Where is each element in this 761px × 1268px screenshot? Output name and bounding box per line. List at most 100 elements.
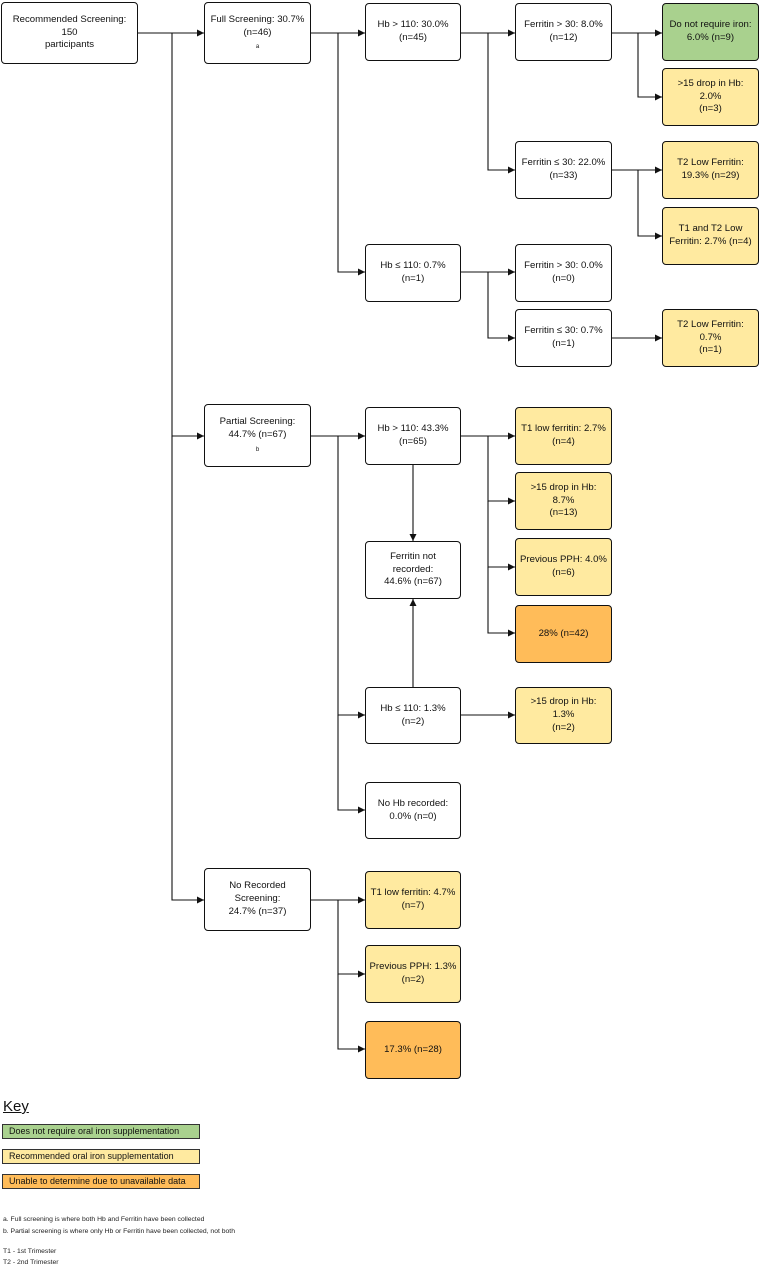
node-ferritin-below-30-b: Ferritin ≤ 30: 0.7%(n=1) xyxy=(515,309,612,367)
node-previous-pph-partial: Previous PPH: 4.0%(n=6) xyxy=(515,538,612,596)
node-ferritin-above-30-a: Ferritin > 30: 8.0%(n=12) xyxy=(515,3,612,61)
node-line: No Recorded Screening: xyxy=(229,880,286,905)
node-line: (n=2) xyxy=(552,721,575,733)
node-line: 44.7% (n=67) b xyxy=(220,429,296,455)
node-line: Ferritin > 30: 8.0% xyxy=(524,19,603,31)
node-t2-low-ferritin-a: T2 Low Ferritin:19.3% (n=29) xyxy=(662,141,759,199)
edge-ferlo-t1t2 xyxy=(612,169,662,240)
edge-root-none xyxy=(171,436,204,904)
footnote-a: a. Full screening is where both Hb and F… xyxy=(3,1216,205,1223)
node-line: 44.6% (n=67) xyxy=(384,576,442,588)
edge-phbhi-unk xyxy=(487,567,515,637)
node-drop-in-hb-partial: >15 drop in Hb: 8.7%(n=13) xyxy=(515,472,612,530)
edge-none-unk xyxy=(337,974,365,1053)
node-previous-pph-none: Previous PPH: 1.3%(n=2) xyxy=(365,945,461,1003)
node-line-value: (n=46) xyxy=(243,26,272,38)
node-drop-in-hb-a: >15 drop in Hb: 2.0%(n=3) xyxy=(662,68,759,126)
abbr-t1: T1 - 1st Trimester xyxy=(3,1248,57,1255)
node-line: No Hb recorded: xyxy=(377,797,449,809)
edge-partial-hblo xyxy=(311,435,365,719)
node-line: >15 drop in Hb: 8.7% xyxy=(530,481,597,506)
node-line: T1 low ferritin: 4.7% xyxy=(370,887,456,899)
node-partial-hb-above-110: Hb > 110: 43.3%(n=65) xyxy=(365,407,461,465)
node-line: 19.3% (n=29) xyxy=(681,170,740,181)
node-line: Do not require iron: xyxy=(669,19,752,31)
node-line: (n=1) xyxy=(699,344,722,356)
node-line: (n=12) xyxy=(549,32,578,43)
node-line: (n=46) a xyxy=(211,27,305,53)
node-line: Previous PPH: 1.3% xyxy=(369,961,457,973)
node-line: Ferritin: 2.7% (n=4) xyxy=(669,236,752,247)
node-line: (n=45) xyxy=(399,32,427,43)
node-line: >15 drop in Hb: 2.0% xyxy=(677,77,744,102)
node-line: Ferritin > 30: 0.0% xyxy=(524,260,603,272)
node-line: Ferritin ≤ 30: 22.0% xyxy=(521,157,606,169)
node-line: T2 Low Ferritin: xyxy=(677,157,744,169)
node-line: (n=13) xyxy=(549,507,578,519)
edge-partial-nohb xyxy=(337,715,365,814)
edge-phbhi-pph xyxy=(487,501,515,571)
node-undetermined-partial: 28% (n=42) xyxy=(515,605,612,663)
node-line: (n=6) xyxy=(552,567,575,578)
edge-hbhi-ferlo xyxy=(461,32,515,174)
edge-phbhi-drop xyxy=(461,435,515,505)
key-item-no-iron: Does not require oral iron supplementati… xyxy=(2,1124,200,1139)
node-line: Ferritin not recorded: xyxy=(390,550,436,575)
node-t2-low-ferritin-b: T2 Low Ferritin: 0.7%(n=1) xyxy=(662,309,759,367)
edge-hblo-ferlo xyxy=(461,271,515,342)
node-line: participants xyxy=(44,39,95,51)
node-line: Hb > 110: 30.0% xyxy=(377,19,449,31)
key-item-undetermined: Unable to determine due to unavailable d… xyxy=(2,1174,200,1189)
edge-root-partial xyxy=(138,32,204,440)
node-line: T2 Low Ferritin: 0.7% xyxy=(677,318,744,343)
node-line: Ferritin ≤ 30: 0.7% xyxy=(524,325,603,337)
node-t1-low-ferritin-partial: T1 low ferritin: 2.7%(n=4) xyxy=(515,407,612,465)
edge-ferhi-drop xyxy=(612,32,662,101)
node-line: Recommended Screening: 150 xyxy=(12,13,127,38)
node-line: 6.0% (n=9) xyxy=(686,32,735,43)
node-line: T1 low ferritin: 2.7% xyxy=(521,423,606,435)
node-line: (n=2) xyxy=(401,974,425,985)
node-line: (n=65) xyxy=(399,436,427,447)
node-no-recorded-screening: No Recorded Screening:24.7% (n=37) xyxy=(204,868,311,931)
node-line: (n=3) xyxy=(699,103,722,115)
abbr-t2: T2 - 2nd Trimester xyxy=(3,1259,59,1266)
node-undetermined-none: 17.3% (n=28) xyxy=(365,1021,461,1079)
node-do-not-require-iron: Do not require iron:6.0% (n=9) xyxy=(662,3,759,61)
node-drop-in-hb-partial-low: >15 drop in Hb: 1.3%(n=2) xyxy=(515,687,612,744)
footnote-mark-a: a xyxy=(255,44,260,51)
node-ferritin-below-30-a: Ferritin ≤ 30: 22.0%(n=33) xyxy=(515,141,612,199)
node-line: >15 drop in Hb: 1.3% xyxy=(530,696,597,721)
node-line: Previous PPH: 4.0% xyxy=(520,554,607,566)
node-line: (n=7) xyxy=(401,900,425,911)
node-line: 0.0% (n=0) xyxy=(389,810,437,822)
node-line: Partial Screening: xyxy=(219,416,296,428)
key-title: Key xyxy=(3,1098,29,1115)
node-line: (n=0) xyxy=(552,273,575,284)
node-full-screening: Full Screening: 30.7%(n=46) a xyxy=(204,2,311,64)
edge-none-pph xyxy=(311,899,365,978)
node-line: 28% (n=42) xyxy=(538,627,589,639)
node-t1-low-ferritin-none: T1 low ferritin: 4.7%(n=7) xyxy=(365,871,461,929)
footnote-mark-b: b xyxy=(255,446,260,453)
node-line: Hb ≤ 110: 0.7% (n=1) xyxy=(380,260,446,284)
node-no-hb-recorded: No Hb recorded:0.0% (n=0) xyxy=(365,782,461,839)
node-line: 17.3% (n=28) xyxy=(384,1043,442,1055)
node-line-value: 44.7% (n=67) xyxy=(228,429,287,441)
node-full-hb-below-110: Hb ≤ 110: 0.7% (n=1) xyxy=(365,244,461,302)
node-partial-screening: Partial Screening:44.7% (n=67) b xyxy=(204,404,311,467)
node-line: Hb > 110: 43.3% xyxy=(377,423,449,435)
node-line: (n=1) xyxy=(552,338,575,349)
node-line: 24.7% (n=37) xyxy=(228,905,287,917)
footnote-b: b. Partial screening is where only Hb or… xyxy=(3,1228,235,1235)
node-ferritin-not-recorded: Ferritin not recorded:44.6% (n=67) xyxy=(365,541,461,599)
key-item-recommended-iron: Recommended oral iron supplementation xyxy=(2,1149,200,1164)
node-line: T1 and T2 Low xyxy=(678,223,743,235)
node-full-hb-above-110: Hb > 110: 30.0%(n=45) xyxy=(365,3,461,61)
node-line: Hb ≤ 110: 1.3% (n=2) xyxy=(380,702,446,727)
node-ferritin-above-30-b: Ferritin > 30: 0.0%(n=0) xyxy=(515,244,612,302)
node-partial-hb-below-110: Hb ≤ 110: 1.3% (n=2) xyxy=(365,687,461,744)
node-line: Full Screening: 30.7% xyxy=(210,13,305,25)
